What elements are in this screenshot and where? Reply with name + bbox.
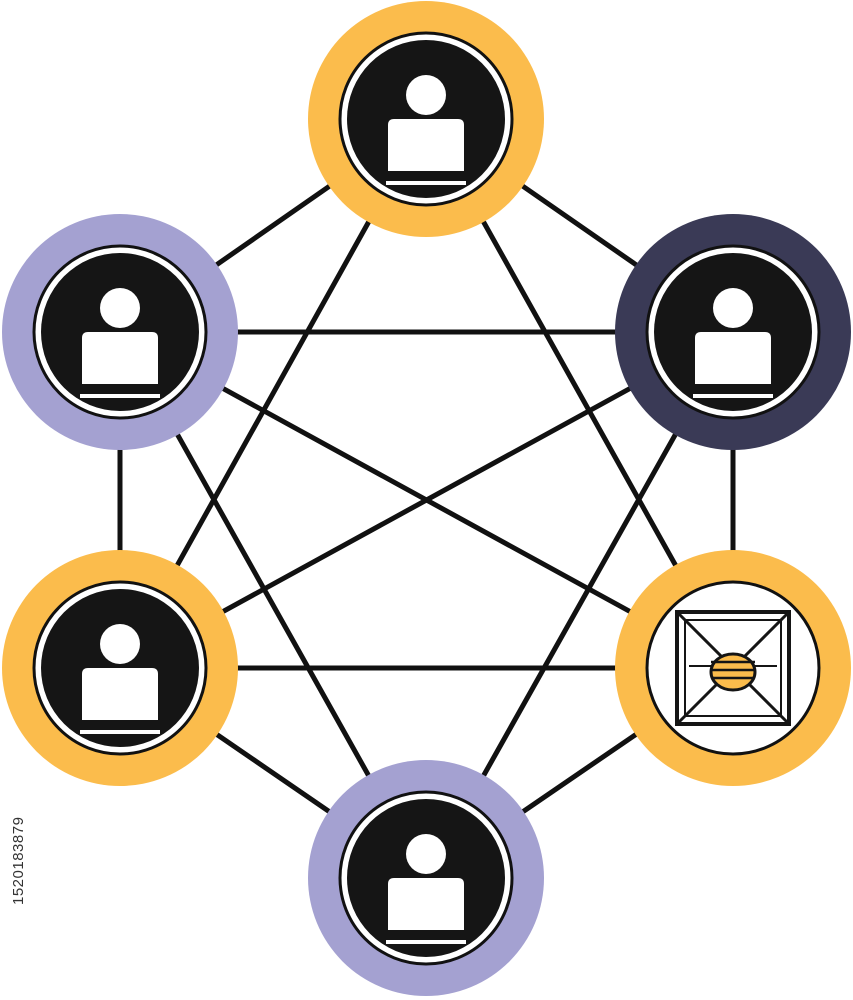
node-bottom	[308, 760, 544, 996]
person-icon	[80, 624, 160, 734]
node-lower-left	[2, 550, 238, 786]
person-icon	[693, 288, 773, 398]
node-top	[308, 1, 544, 237]
node-lower-right	[615, 550, 851, 786]
package-box-icon	[675, 610, 791, 726]
stock-id-watermark: 1520183879	[10, 816, 27, 905]
person-icon	[80, 288, 160, 398]
node-upper-right	[615, 214, 851, 450]
person-icon	[386, 834, 466, 944]
person-icon	[386, 75, 466, 185]
node-upper-left	[2, 214, 238, 450]
